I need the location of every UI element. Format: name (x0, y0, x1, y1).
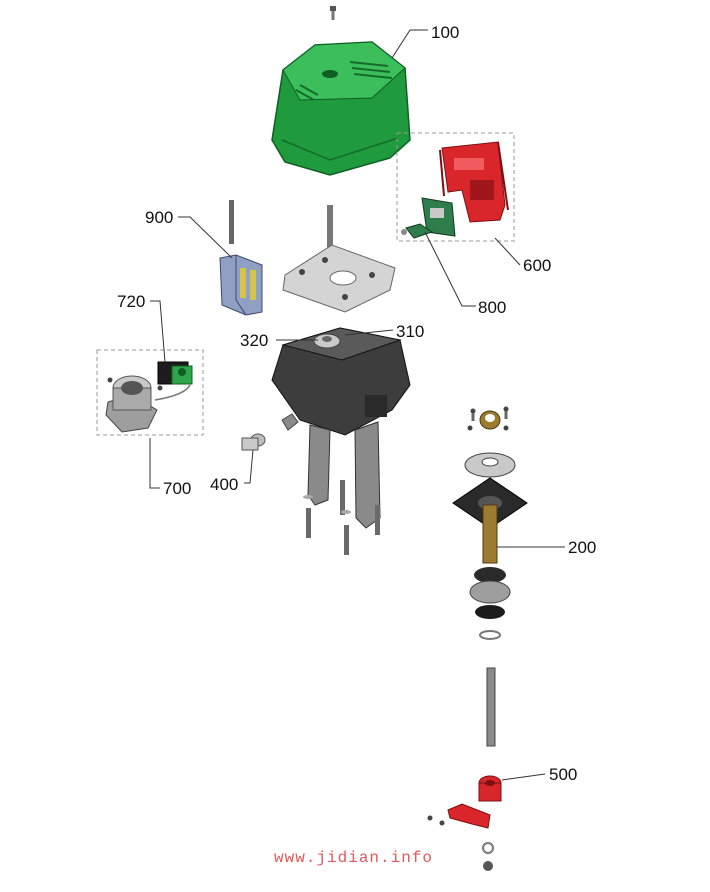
callout-720: 720 (117, 292, 145, 311)
callout-800: 800 (478, 298, 506, 317)
top-screw (330, 6, 336, 20)
motor-700 (105, 375, 191, 433)
callout-400: 400 (210, 475, 238, 494)
leader-900 (178, 216, 233, 259)
group-box-700 (96, 349, 204, 436)
gear-320 (313, 333, 341, 349)
coupling-500 (427, 775, 502, 871)
callout-320: 320 (240, 331, 268, 350)
housing-310 (271, 327, 411, 529)
leader-400 (244, 449, 254, 484)
leader-500 (501, 773, 546, 781)
pcb-800 (401, 197, 456, 239)
group-box-600 (396, 132, 515, 242)
callout-900: 900 (145, 208, 173, 227)
callout-200: 200 (568, 538, 596, 557)
threaded-rod (486, 667, 496, 747)
fitting-400 (241, 413, 299, 451)
watermark-text: www.jidian.info (274, 849, 433, 867)
callout-500: 500 (549, 765, 577, 784)
callout-100: 100 (431, 23, 459, 42)
leader-700 (149, 438, 160, 489)
leader-720 (150, 300, 166, 363)
capacitor-720 (157, 361, 193, 385)
leader-310 (344, 329, 394, 336)
leader-800 (424, 231, 476, 307)
leader-600 (494, 237, 521, 266)
callout-310: 310 (396, 322, 424, 341)
leader-100 (391, 29, 428, 59)
mounting-plate (282, 205, 396, 313)
callout-600: 600 (523, 256, 551, 275)
housing-screws (303, 480, 380, 555)
terminal-block-900 (219, 200, 263, 316)
gear-stack-200 (452, 406, 528, 640)
callout-700: 700 (163, 479, 191, 498)
bracket-600 (439, 141, 509, 223)
cover-100 (271, 41, 411, 176)
